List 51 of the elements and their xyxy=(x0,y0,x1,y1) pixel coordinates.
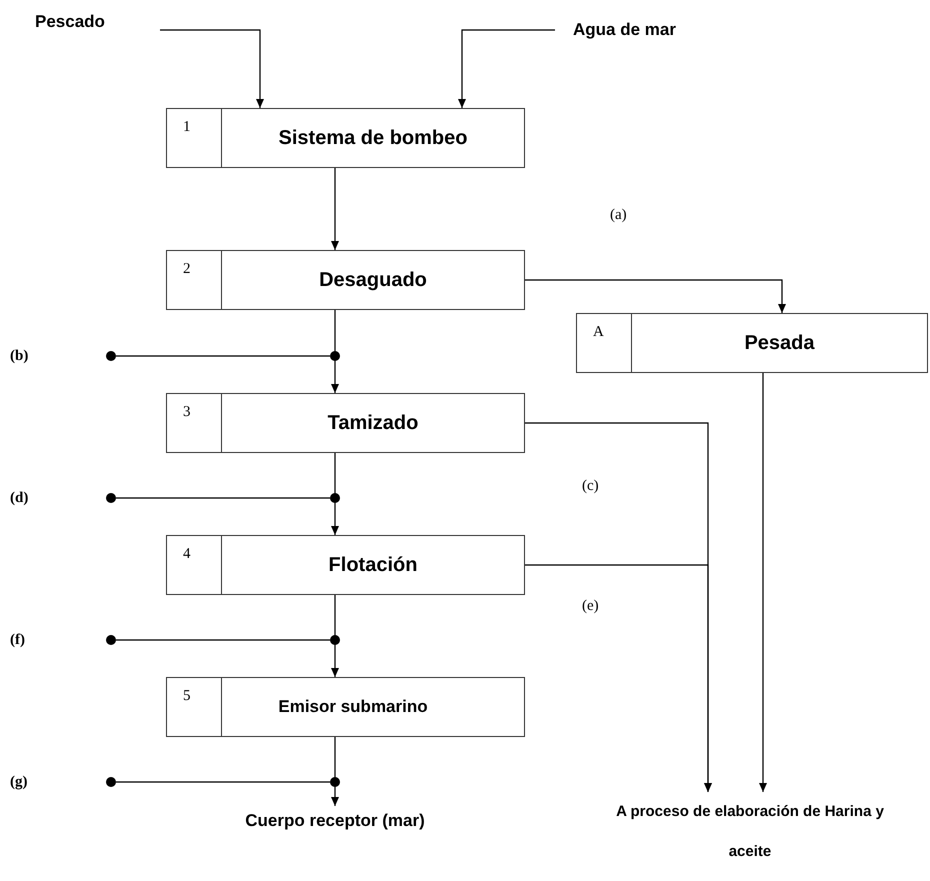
connector-line xyxy=(116,497,330,499)
arrow xyxy=(331,737,339,806)
arrow xyxy=(331,168,339,250)
junction-dot xyxy=(106,493,116,503)
flow-label: Cuerpo receptor (mar) xyxy=(205,806,465,836)
arrow xyxy=(331,310,339,393)
process-box xyxy=(166,677,525,737)
process-box xyxy=(166,535,525,595)
process-box xyxy=(576,313,928,373)
step-number: 2 xyxy=(167,251,222,309)
step-title: Tamizado xyxy=(326,410,420,436)
process-box xyxy=(166,393,525,453)
junction-dot xyxy=(106,777,116,787)
step-number: 4 xyxy=(167,536,222,594)
connector-line xyxy=(116,355,330,357)
junction-dot xyxy=(330,777,340,787)
junction-dot xyxy=(106,351,116,361)
flow-label: A proceso de elaboración de Harina y aceite xyxy=(615,792,885,876)
step-number: A xyxy=(577,314,632,372)
junction-dot xyxy=(330,493,340,503)
step-title: Flotación xyxy=(328,552,418,578)
junction-dot xyxy=(330,351,340,361)
arrow xyxy=(525,279,786,313)
step-title: Sistema de bombeo xyxy=(278,126,468,150)
step-number: 1 xyxy=(167,109,222,167)
stream-label: (e) xyxy=(582,597,599,615)
flow-label: Agua de mar xyxy=(555,14,745,46)
sample-point-label: (b) xyxy=(10,347,28,365)
arrow xyxy=(160,29,264,108)
junction-dot xyxy=(330,635,340,645)
arrow xyxy=(525,564,712,792)
stream-label: (a) xyxy=(610,206,627,224)
arrow xyxy=(458,29,555,108)
step-title: Emisor submarino xyxy=(277,696,429,718)
arrow xyxy=(331,595,339,677)
connector-line xyxy=(116,639,330,641)
flow-label: Pescado xyxy=(30,12,160,48)
sample-point-label: (d) xyxy=(10,489,28,507)
arrow xyxy=(331,453,339,535)
step-title: Pesada xyxy=(743,330,816,356)
step-number: 5 xyxy=(167,678,222,736)
sample-point-label: (g) xyxy=(10,773,28,791)
arrow xyxy=(759,373,767,792)
sample-point-label: (f) xyxy=(10,631,25,649)
process-box xyxy=(166,250,525,310)
junction-dot xyxy=(106,635,116,645)
connector-line xyxy=(116,781,330,783)
stream-label: (c) xyxy=(582,477,599,495)
process-box xyxy=(166,108,525,168)
step-number: 3 xyxy=(167,394,222,452)
step-title: Desaguado xyxy=(318,268,428,292)
